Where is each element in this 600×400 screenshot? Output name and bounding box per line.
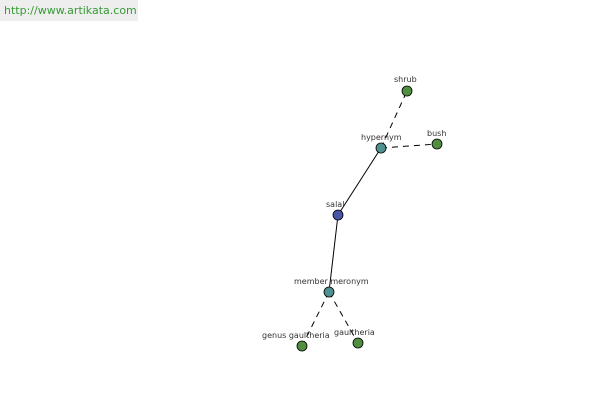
- label-salal: salal: [326, 200, 344, 209]
- label-shrub: shrub: [394, 75, 417, 84]
- node-shrub[interactable]: [401, 85, 413, 97]
- node-genus-gaultheria[interactable]: [296, 340, 308, 352]
- edge-salal-hypernym: [337, 147, 382, 216]
- node-salal[interactable]: [332, 209, 344, 221]
- graph-labels: salal hypernym shrub bush member meronym…: [262, 75, 446, 340]
- label-member-meronym: member meronym: [294, 277, 369, 286]
- edge-member-meronym-gaultheria: [328, 291, 359, 344]
- edge-hypernym-bush: [380, 143, 438, 149]
- node-bush[interactable]: [431, 138, 443, 150]
- label-bush: bush: [427, 129, 446, 138]
- label-hypernym: hypernym: [361, 133, 402, 142]
- graph-nodes: [296, 85, 443, 352]
- graph-edges: [301, 90, 438, 347]
- label-genus-gaultheria: genus gaultheria: [262, 331, 330, 340]
- label-gaultheria: gaultheria: [334, 328, 375, 337]
- artikata-link[interactable]: http://www.artikata.com: [4, 4, 137, 17]
- node-member-meronym[interactable]: [323, 286, 335, 298]
- edge-salal-member-meronym: [328, 214, 339, 293]
- url-bar: http://www.artikata.com: [0, 0, 138, 21]
- node-hypernym[interactable]: [375, 142, 387, 154]
- node-gaultheria[interactable]: [352, 337, 364, 349]
